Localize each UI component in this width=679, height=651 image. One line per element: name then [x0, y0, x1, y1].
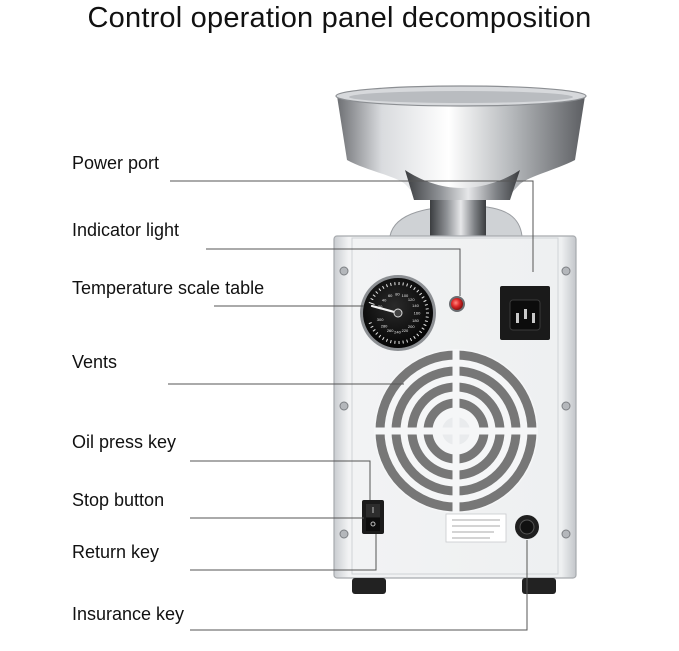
dial-tick-label: 180	[412, 318, 419, 323]
neck-assembly	[389, 200, 523, 237]
dial-tick	[375, 291, 379, 294]
dial-tick	[424, 303, 428, 306]
label-oil-press-key: Oil press key	[72, 432, 177, 452]
dial-tick	[409, 284, 413, 289]
leader-return-key	[190, 534, 377, 571]
body-screws	[339, 266, 571, 539]
rocker-switch	[362, 500, 384, 534]
dial-tick	[402, 340, 404, 344]
dial-tick	[409, 337, 413, 342]
dial-tick	[406, 339, 409, 343]
label-stop-button: Stop button	[72, 490, 165, 510]
nameplate	[445, 513, 507, 543]
dial-tick	[368, 301, 375, 305]
dial-tick	[421, 296, 425, 299]
fuse-holder	[515, 515, 539, 539]
page-title: Control operation panel decomposition	[87, 2, 592, 34]
dial-tick	[370, 298, 374, 301]
dial-tick	[370, 325, 374, 328]
dial-tick-label: 140	[412, 303, 419, 308]
leader-power-port	[170, 180, 534, 272]
dial-tick-label: 160	[414, 311, 421, 316]
dial-tick	[421, 327, 425, 330]
dial-tick-label: 120	[408, 297, 415, 302]
indicator-light-lamp	[449, 296, 465, 312]
dial-tick-label: 240	[394, 329, 401, 334]
dial-tick-label: 60	[388, 293, 393, 298]
dial-tick	[382, 336, 385, 341]
dial-tick	[416, 333, 420, 337]
hopper-bowl	[335, 85, 587, 200]
dial-tick	[372, 329, 376, 332]
dial-tick-label: 100	[402, 293, 409, 298]
leader-lines	[168, 180, 534, 631]
label-insurance-key: Insurance key	[72, 604, 185, 624]
dial-tick-label: 20	[378, 304, 383, 309]
dial-tick	[368, 322, 372, 325]
dial-tick	[419, 330, 423, 334]
dial-tick	[375, 332, 379, 335]
leader-indicator-light	[206, 248, 461, 296]
leader-oil-press-key	[190, 460, 371, 500]
machine-feet	[352, 578, 556, 594]
dial-tick	[382, 285, 385, 290]
dial-tick	[423, 299, 427, 303]
dial-tick	[419, 292, 423, 296]
label-power-port: Power port	[72, 153, 160, 173]
dial-tick-label: 200	[408, 324, 415, 329]
dial-tick	[390, 282, 392, 286]
dial-tick	[390, 340, 392, 344]
label-return-key: Return key	[72, 542, 160, 562]
dial-tick-label: 80	[395, 292, 400, 297]
power-socket	[500, 286, 550, 340]
dial-tick-label: 260	[387, 328, 394, 333]
leader-insurance-key	[190, 540, 528, 631]
label-vents: Vents	[72, 352, 118, 372]
label-indicator-light: Indicator light	[72, 220, 180, 240]
dial-tick	[416, 289, 420, 293]
dial-tick	[385, 338, 388, 342]
dial-tick-label: 40	[382, 298, 387, 303]
label-temperature-scale-table: Temperature scale table	[72, 278, 265, 298]
dial-tick	[413, 335, 416, 339]
dial-tick	[378, 288, 382, 292]
dial-tick	[423, 323, 427, 327]
dial-tick-label: 220	[402, 328, 409, 333]
dial-tick	[378, 334, 382, 338]
dial-tick	[402, 282, 404, 286]
dial-tick	[413, 287, 416, 291]
dial-tick	[385, 284, 388, 288]
dial-tick	[372, 294, 376, 297]
dial-tick	[424, 320, 428, 323]
vent-grille	[374, 349, 538, 513]
dial-tick-label: 300	[377, 317, 384, 322]
dial-tick	[406, 283, 409, 287]
dial-tick-label: 280	[381, 323, 388, 328]
